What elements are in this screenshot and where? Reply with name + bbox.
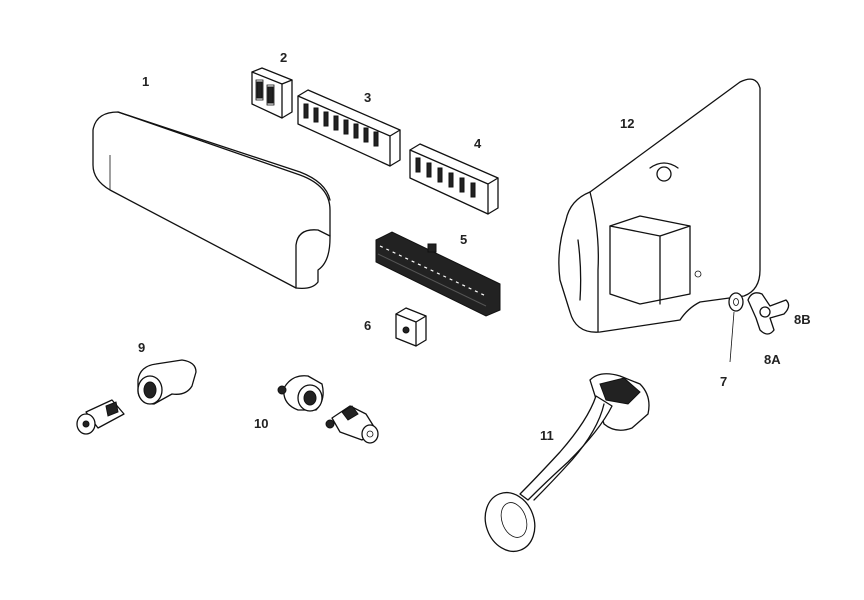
part-5-connector-block (375, 231, 501, 317)
label-2: 2 (280, 50, 287, 65)
label-10: 10 (254, 416, 268, 431)
label-9: 9 (138, 340, 145, 355)
label-7: 7 (720, 374, 727, 389)
label-5: 5 (460, 232, 467, 247)
part-11-horn (484, 373, 650, 553)
part-9-bulb-holder (76, 359, 197, 435)
part-8-wing-nut (747, 292, 790, 335)
part-3-fuse-block-long (297, 89, 401, 167)
part-1-fusebox-cover (92, 111, 331, 290)
label-12: 12 (620, 116, 634, 131)
label-11: 11 (540, 428, 554, 443)
part-7-washer (728, 292, 744, 363)
label-8A: 8A (764, 352, 781, 367)
label-4: 4 (474, 136, 482, 151)
part-12-bracket-panel (558, 78, 761, 333)
label-6: 6 (364, 318, 371, 333)
label-8B: 8B (794, 312, 811, 327)
part-10-connector-pair (277, 375, 379, 444)
part-6-small-block (395, 307, 427, 347)
label-1: 1 (142, 74, 149, 89)
part-4-fuse-block-medium (409, 143, 499, 215)
part-2-fuse-block-small (251, 67, 293, 119)
label-3: 3 (364, 90, 371, 105)
